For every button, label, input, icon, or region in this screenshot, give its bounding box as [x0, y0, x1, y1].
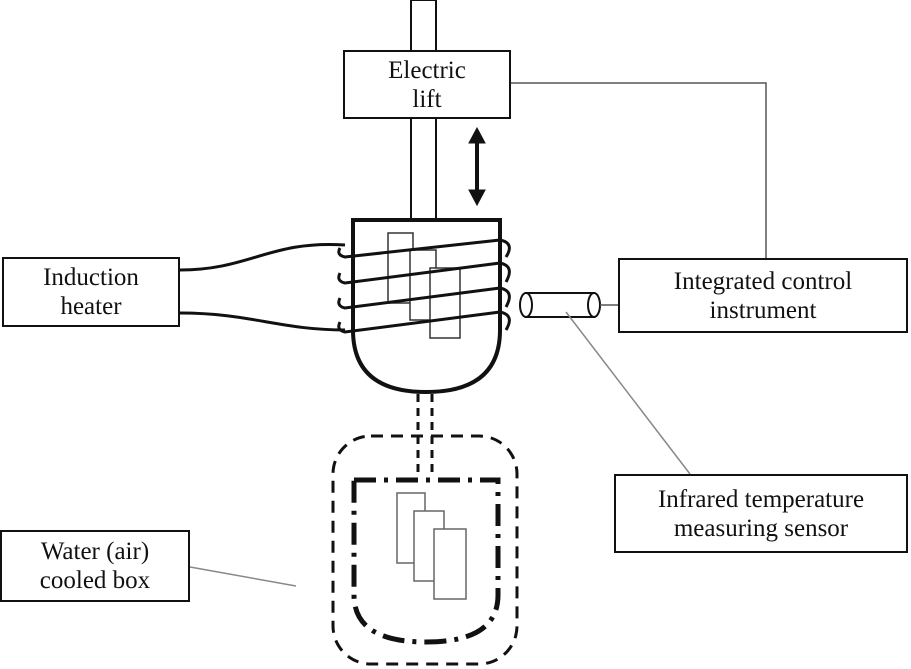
heater-wires — [179, 242, 346, 332]
sensor-leader-line — [565, 311, 691, 475]
cooled-box-inner — [351, 477, 501, 645]
movement-arrow-icon — [468, 126, 486, 207]
cooled-box-outer — [331, 434, 519, 666]
lift-rod-top — [410, 0, 437, 53]
infrared-sensor-probe — [519, 292, 601, 318]
box-leader-line — [189, 566, 297, 587]
control-wire — [511, 82, 767, 260]
samples-cooled — [396, 492, 467, 600]
cooled-box-label: Water (air)cooled box — [0, 530, 190, 602]
samples-hot — [387, 232, 461, 339]
lift-rod — [410, 117, 437, 223]
